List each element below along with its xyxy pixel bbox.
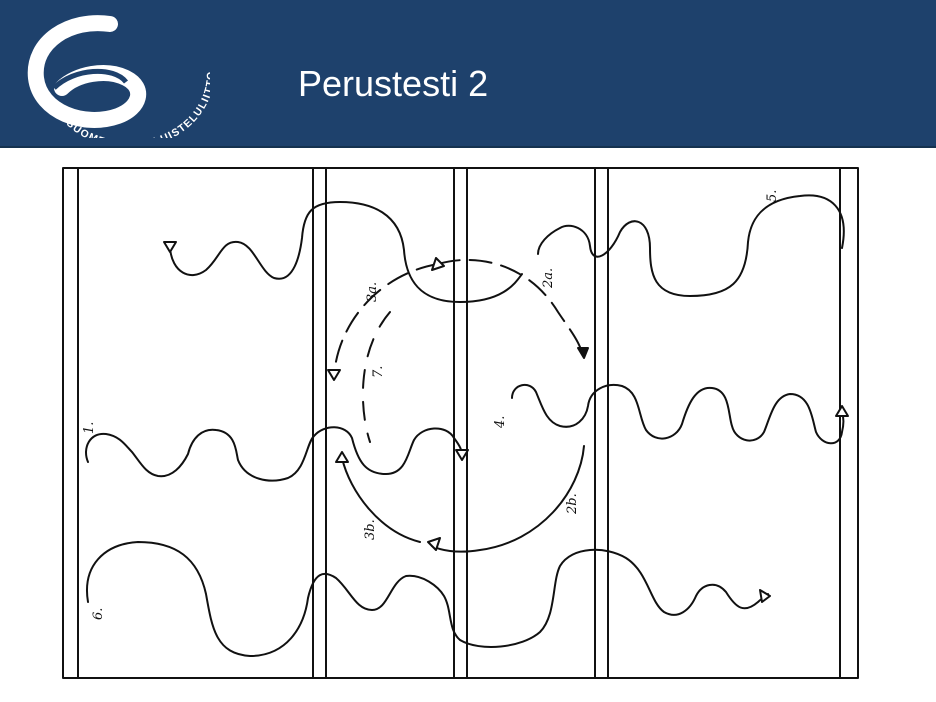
pattern-6-arrow [759, 589, 771, 603]
rink-pattern-diagram: 1. 2a. 2b. 3a. 3b. 4. 5. 6. 7. [60, 162, 866, 682]
pattern-2a-arrow [577, 347, 589, 359]
label-7: 7. [371, 366, 386, 378]
pattern-2b-arrow [427, 537, 441, 551]
lane-lines [77, 167, 841, 679]
federation-logo: SUOMEN TAITOLUISTELULIITTO [14, 8, 216, 151]
pattern-3a-arrow [327, 369, 341, 381]
pattern-5-path [537, 194, 845, 297]
header-banner: SUOMEN TAITOLUISTELULIITTO Perustesti 2 [0, 0, 936, 151]
pattern-1-arrow [455, 449, 469, 461]
pattern-3b-path [341, 457, 421, 543]
label-2b: 2b. [565, 493, 580, 515]
pattern-4-path [511, 383, 845, 445]
label-6: 6. [91, 608, 106, 620]
skating-loop-icon: SUOMEN TAITOLUISTELULIITTO [27, 15, 216, 151]
pattern-7-path [361, 311, 391, 443]
pattern-top-left-arrow [163, 241, 177, 253]
pattern-1-path [85, 426, 463, 482]
pattern-top-left-path [169, 201, 523, 303]
label-1: 1. [82, 422, 97, 434]
pattern-top-arrow [431, 257, 445, 271]
pattern-4-arrow [835, 405, 849, 417]
pattern-labels: 1. 2a. 2b. 3a. 3b. 4. 5. 6. 7. [82, 190, 780, 620]
rink-border [62, 167, 859, 679]
pattern-3a-path [333, 263, 439, 377]
label-3a: 3a. [365, 282, 380, 302]
label-4: 4. [493, 416, 508, 429]
slide-title: Perustesti 2 [298, 63, 489, 104]
pattern-3b-arrow [335, 451, 349, 463]
pattern-2b-path [431, 445, 585, 553]
label-3b: 3b. [363, 519, 378, 540]
pattern-2a-path [437, 258, 583, 355]
label-2a: 2a. [541, 268, 556, 289]
label-5: 5. [765, 190, 780, 202]
pattern-6-path [86, 541, 769, 657]
